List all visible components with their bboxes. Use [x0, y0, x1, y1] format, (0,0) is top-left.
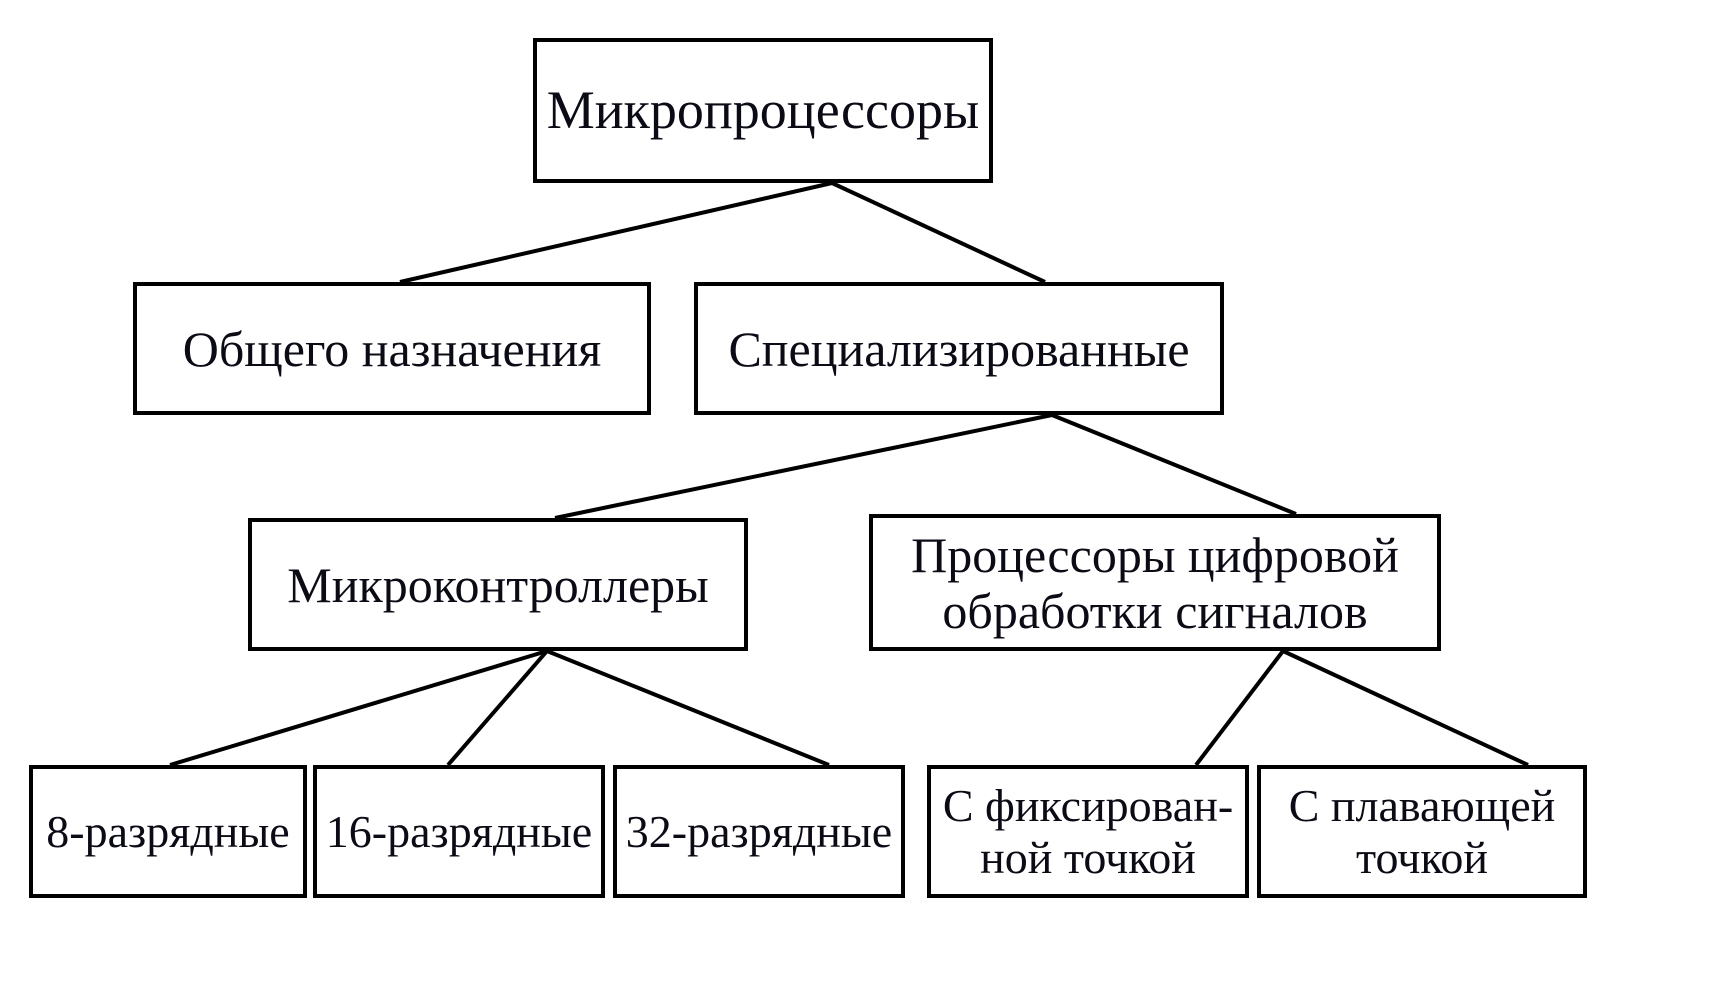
edge-mcu-to-bit32: [546, 649, 830, 767]
node-specialized[interactable]: Специализированные: [694, 282, 1224, 415]
edge-special-to-dsp: [1051, 413, 1297, 516]
node-32-bit-label: 32-разрядные: [625, 805, 893, 857]
node-microprocessors-label: Микропроцессоры: [546, 80, 980, 141]
node-microcontrollers[interactable]: Микроконтроллеры: [248, 518, 748, 651]
edge-root-to-general: [399, 181, 833, 284]
node-floating-point-label: С плавающей точкой: [1288, 779, 1556, 883]
edge-root-to-special: [831, 181, 1046, 284]
edge-mcu-to-bit16: [446, 649, 549, 767]
node-general-purpose-label: Общего назначения: [182, 320, 602, 377]
node-digital-signal-processors[interactable]: Процессоры цифровой обработки сигналов: [869, 514, 1441, 651]
node-16-bit[interactable]: 16-разрядные: [313, 765, 605, 898]
edge-dsp-to-fixed: [1194, 649, 1285, 767]
node-microcontrollers-label: Микроконтроллеры: [287, 556, 709, 613]
node-8-bit-label: 8-разрядные: [46, 805, 290, 857]
node-fixed-point-label: С фиксирован- ной точкой: [942, 779, 1234, 883]
node-fixed-point[interactable]: С фиксирован- ной точкой: [927, 765, 1249, 898]
node-general-purpose[interactable]: Общего назначения: [133, 282, 651, 415]
node-floating-point[interactable]: С плавающей точкой: [1257, 765, 1587, 898]
node-digital-signal-processors-label: Процессоры цифровой обработки сигналов: [911, 526, 1399, 639]
node-8-bit[interactable]: 8-разрядные: [29, 765, 307, 898]
node-specialized-label: Специализированные: [728, 320, 1190, 377]
node-32-bit[interactable]: 32-разрядные: [613, 765, 905, 898]
node-16-bit-label: 16-разрядные: [325, 805, 593, 857]
edge-dsp-to-float: [1282, 649, 1529, 767]
node-microprocessors[interactable]: Микропроцессоры: [533, 38, 993, 183]
edge-mcu-to-bit8: [169, 649, 548, 767]
edge-special-to-mcu: [554, 413, 1053, 520]
